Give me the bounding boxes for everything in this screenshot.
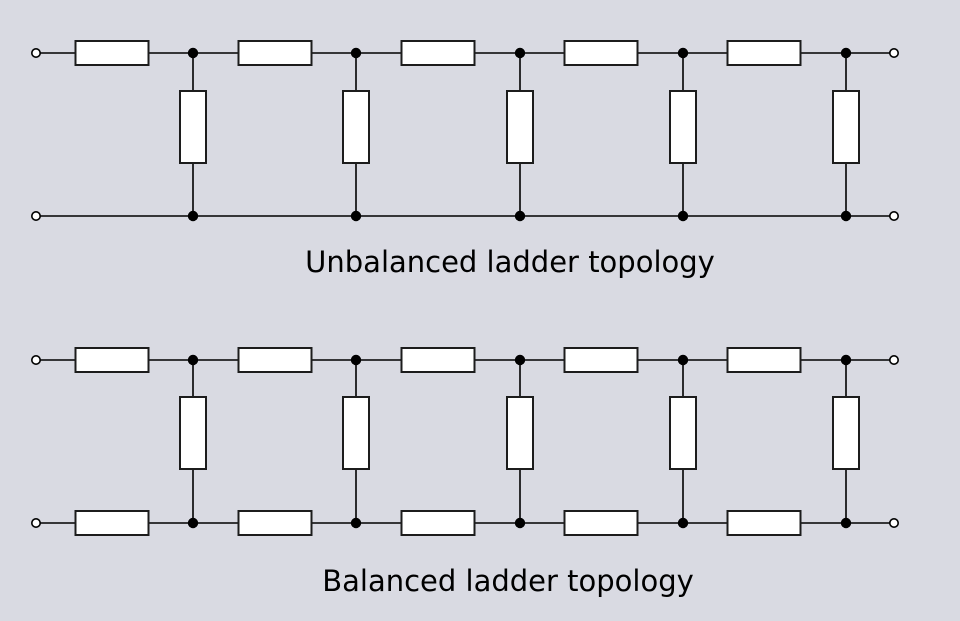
terminal [30, 211, 41, 222]
series-resistor [726, 347, 802, 373]
terminal [30, 354, 41, 365]
shunt-resistor [669, 396, 697, 470]
series-resistor [726, 510, 802, 536]
shunt-resistor [506, 90, 534, 164]
series-resistor [74, 510, 150, 536]
unbalanced-ladder-circuit: Unbalanced ladder topology [30, 40, 899, 279]
shunt-resistor [832, 90, 860, 164]
junction-dot [187, 517, 199, 529]
junction-dot [350, 47, 362, 59]
shunt-resistor [179, 90, 207, 164]
terminal [30, 47, 41, 58]
shunt-resistor [342, 396, 370, 470]
junction-dot [350, 210, 362, 222]
junction-dot [840, 47, 852, 59]
junction-dot [677, 47, 689, 59]
series-resistor [726, 40, 802, 66]
series-resistor [237, 347, 313, 373]
terminal [888, 211, 899, 222]
junction-dot [840, 354, 852, 366]
series-resistor [74, 347, 150, 373]
terminal [888, 354, 899, 365]
junction-dot [187, 210, 199, 222]
junction-dot [187, 354, 199, 366]
series-resistor [400, 347, 476, 373]
junction-dot [840, 517, 852, 529]
shunt-resistor [179, 396, 207, 470]
circuit-title: Balanced ladder topology [322, 564, 694, 598]
series-resistor [237, 510, 313, 536]
junction-dot [840, 210, 852, 222]
junction-dot [514, 354, 526, 366]
terminal [888, 517, 899, 528]
shunt-resistor [342, 90, 370, 164]
junction-dot [677, 210, 689, 222]
series-resistor [400, 510, 476, 536]
shunt-resistor [506, 396, 534, 470]
terminal [30, 517, 41, 528]
shunt-resistor [669, 90, 697, 164]
circuit-title: Unbalanced ladder topology [305, 245, 715, 279]
junction-dot [350, 354, 362, 366]
junction-dot [514, 47, 526, 59]
shunt-resistor [832, 396, 860, 470]
balanced-ladder-circuit: Balanced ladder topology [30, 347, 899, 598]
junction-dot [514, 210, 526, 222]
series-resistor [74, 40, 150, 66]
series-resistor [563, 347, 639, 373]
junction-dot [677, 517, 689, 529]
junction-dot [677, 354, 689, 366]
junction-dot [514, 517, 526, 529]
series-resistor [563, 510, 639, 536]
junction-dot [187, 47, 199, 59]
terminal [888, 47, 899, 58]
series-resistor [237, 40, 313, 66]
series-resistor [563, 40, 639, 66]
series-resistor [400, 40, 476, 66]
junction-dot [350, 517, 362, 529]
